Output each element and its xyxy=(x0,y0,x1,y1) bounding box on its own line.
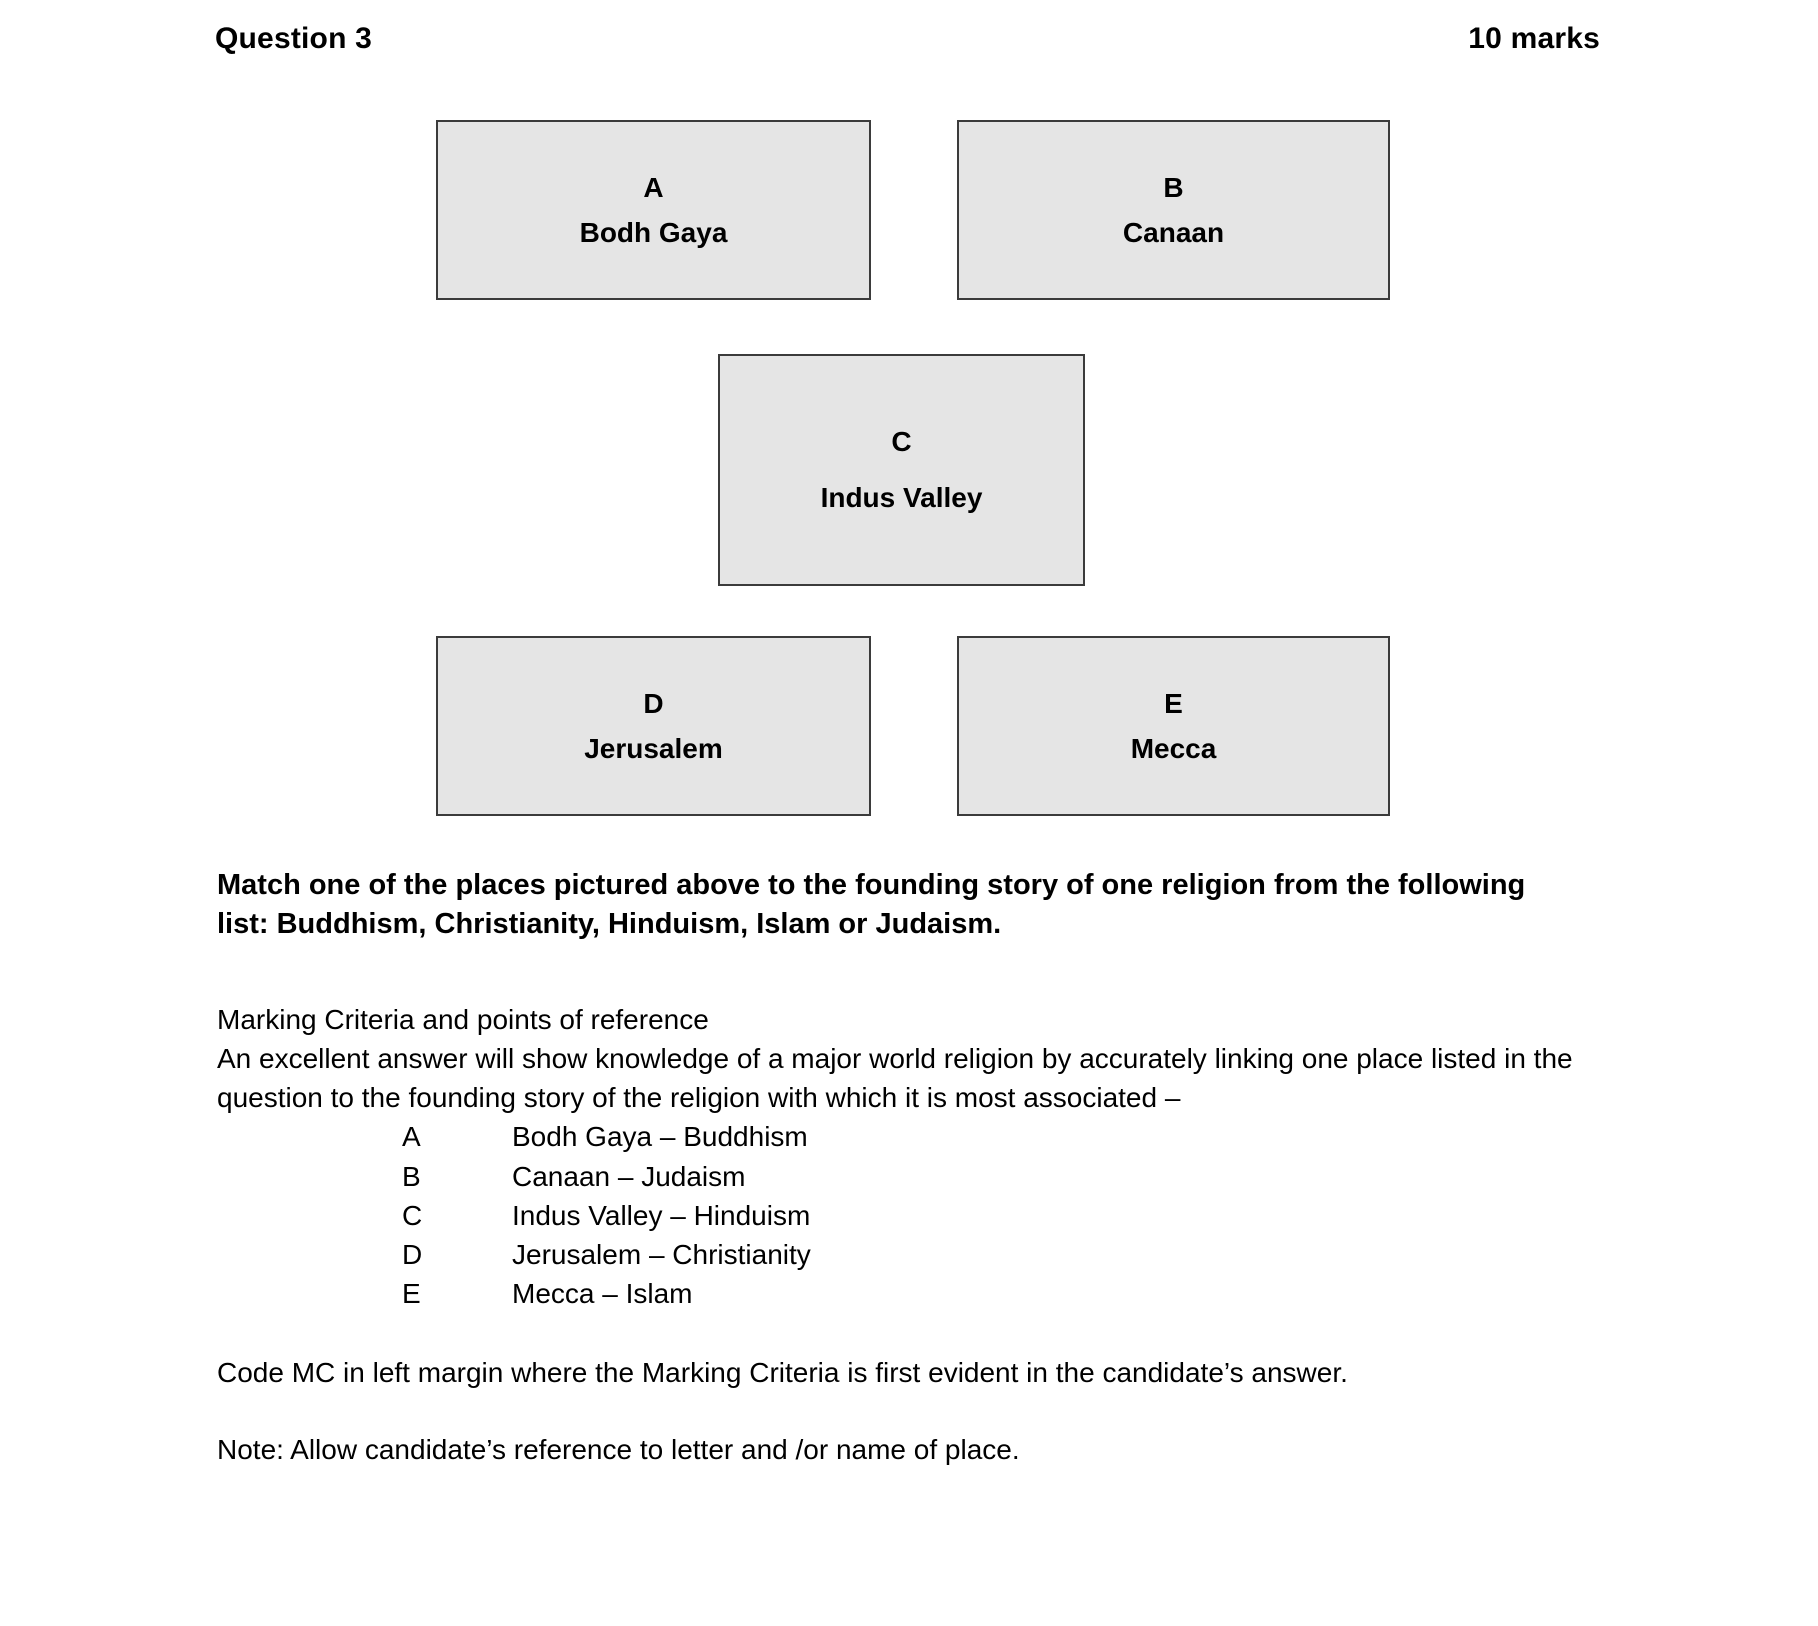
marking-criteria-block: Marking Criteria and points of reference… xyxy=(217,1000,1612,1469)
answer-key-letter: E xyxy=(402,1278,421,1310)
question-body: Match one of the places pictured above t… xyxy=(217,866,1612,1469)
answer-key-letter: B xyxy=(402,1160,421,1192)
place-box-b: B Canaan xyxy=(957,120,1390,300)
place-box-e: E Mecca xyxy=(957,636,1390,816)
place-box-c: C Indus Valley xyxy=(718,354,1085,586)
answer-key-text: Bodh Gaya – Buddhism xyxy=(512,1121,808,1153)
answer-key-text: Jerusalem – Christianity xyxy=(512,1239,811,1270)
answer-key-row: E Mecca – Islam xyxy=(402,1274,1612,1313)
question-prompt: Match one of the places pictured above t… xyxy=(217,869,1526,941)
answer-key-letter: C xyxy=(402,1199,423,1231)
place-box-c-name: Indus Valley xyxy=(820,482,983,513)
marking-criteria-heading: Marking Criteria and points of reference xyxy=(217,1003,709,1035)
place-box-d-name: Jerusalem xyxy=(584,732,723,764)
answer-key-row: A Bodh Gaya – Buddhism xyxy=(402,1117,1612,1156)
page-title: Question 3 xyxy=(215,22,373,55)
answer-key-letter: D xyxy=(402,1239,423,1270)
place-box-d-letter: D xyxy=(643,687,664,719)
place-box-e-name: Mecca xyxy=(1130,732,1217,764)
answer-key-row: B Canaan – Judaism xyxy=(402,1157,1612,1196)
answer-key-row: C Indus Valley – Hinduism xyxy=(402,1196,1612,1235)
answer-key-list: A Bodh Gaya – Buddhism B Canaan – Judais… xyxy=(217,1117,1612,1313)
answer-key-row: D Jerusalem – Christianity xyxy=(402,1235,1612,1274)
answer-key-text: Mecca – Islam xyxy=(512,1278,693,1310)
allow-reference-note: Note: Allow candidate’s reference to let… xyxy=(217,1433,1020,1465)
place-box-a: A Bodh Gaya xyxy=(436,120,871,300)
marking-criteria-paragraph: An excellent answer will show knowledge … xyxy=(217,1043,1573,1114)
place-box-b-name: Canaan xyxy=(1122,216,1225,248)
marks-label: 10 marks xyxy=(1468,22,1600,55)
place-box-e-letter: E xyxy=(1164,687,1183,719)
answer-key-text: Canaan – Judaism xyxy=(512,1160,746,1192)
place-box-a-name: Bodh Gaya xyxy=(579,216,728,248)
spacer xyxy=(217,1313,1612,1353)
code-mc-note: Code MC in left margin where the Marking… xyxy=(217,1357,1348,1389)
place-box-diagram: A Bodh Gaya B Canaan C Indus Valley D Je… xyxy=(436,120,1390,816)
place-box-b-letter: B xyxy=(1163,171,1184,203)
spacer xyxy=(217,1393,1612,1430)
place-box-a-letter: A xyxy=(643,171,664,203)
place-box-d: D Jerusalem xyxy=(436,636,871,816)
answer-key-letter: A xyxy=(402,1121,421,1153)
answer-key-text: Indus Valley – Hinduism xyxy=(512,1199,811,1231)
place-box-c-letter: C xyxy=(891,426,912,457)
page-header: Question 3 10 marks xyxy=(215,22,1600,56)
